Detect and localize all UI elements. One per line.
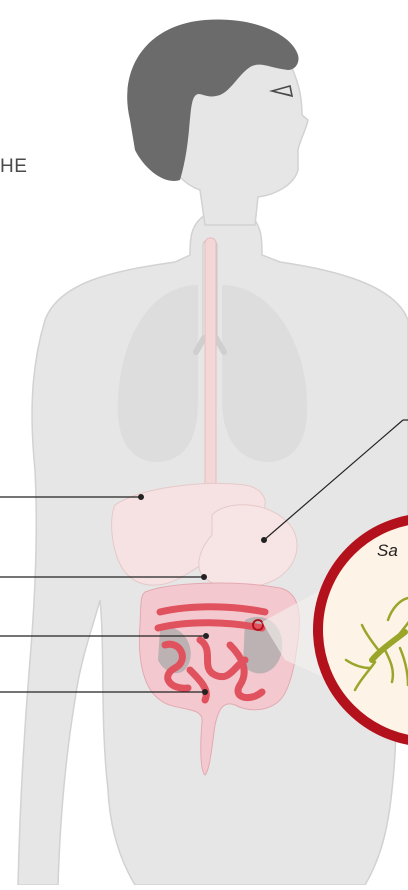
bacteria-label-fragment: Sa	[377, 541, 398, 561]
caption-fragment: HE	[0, 156, 27, 178]
